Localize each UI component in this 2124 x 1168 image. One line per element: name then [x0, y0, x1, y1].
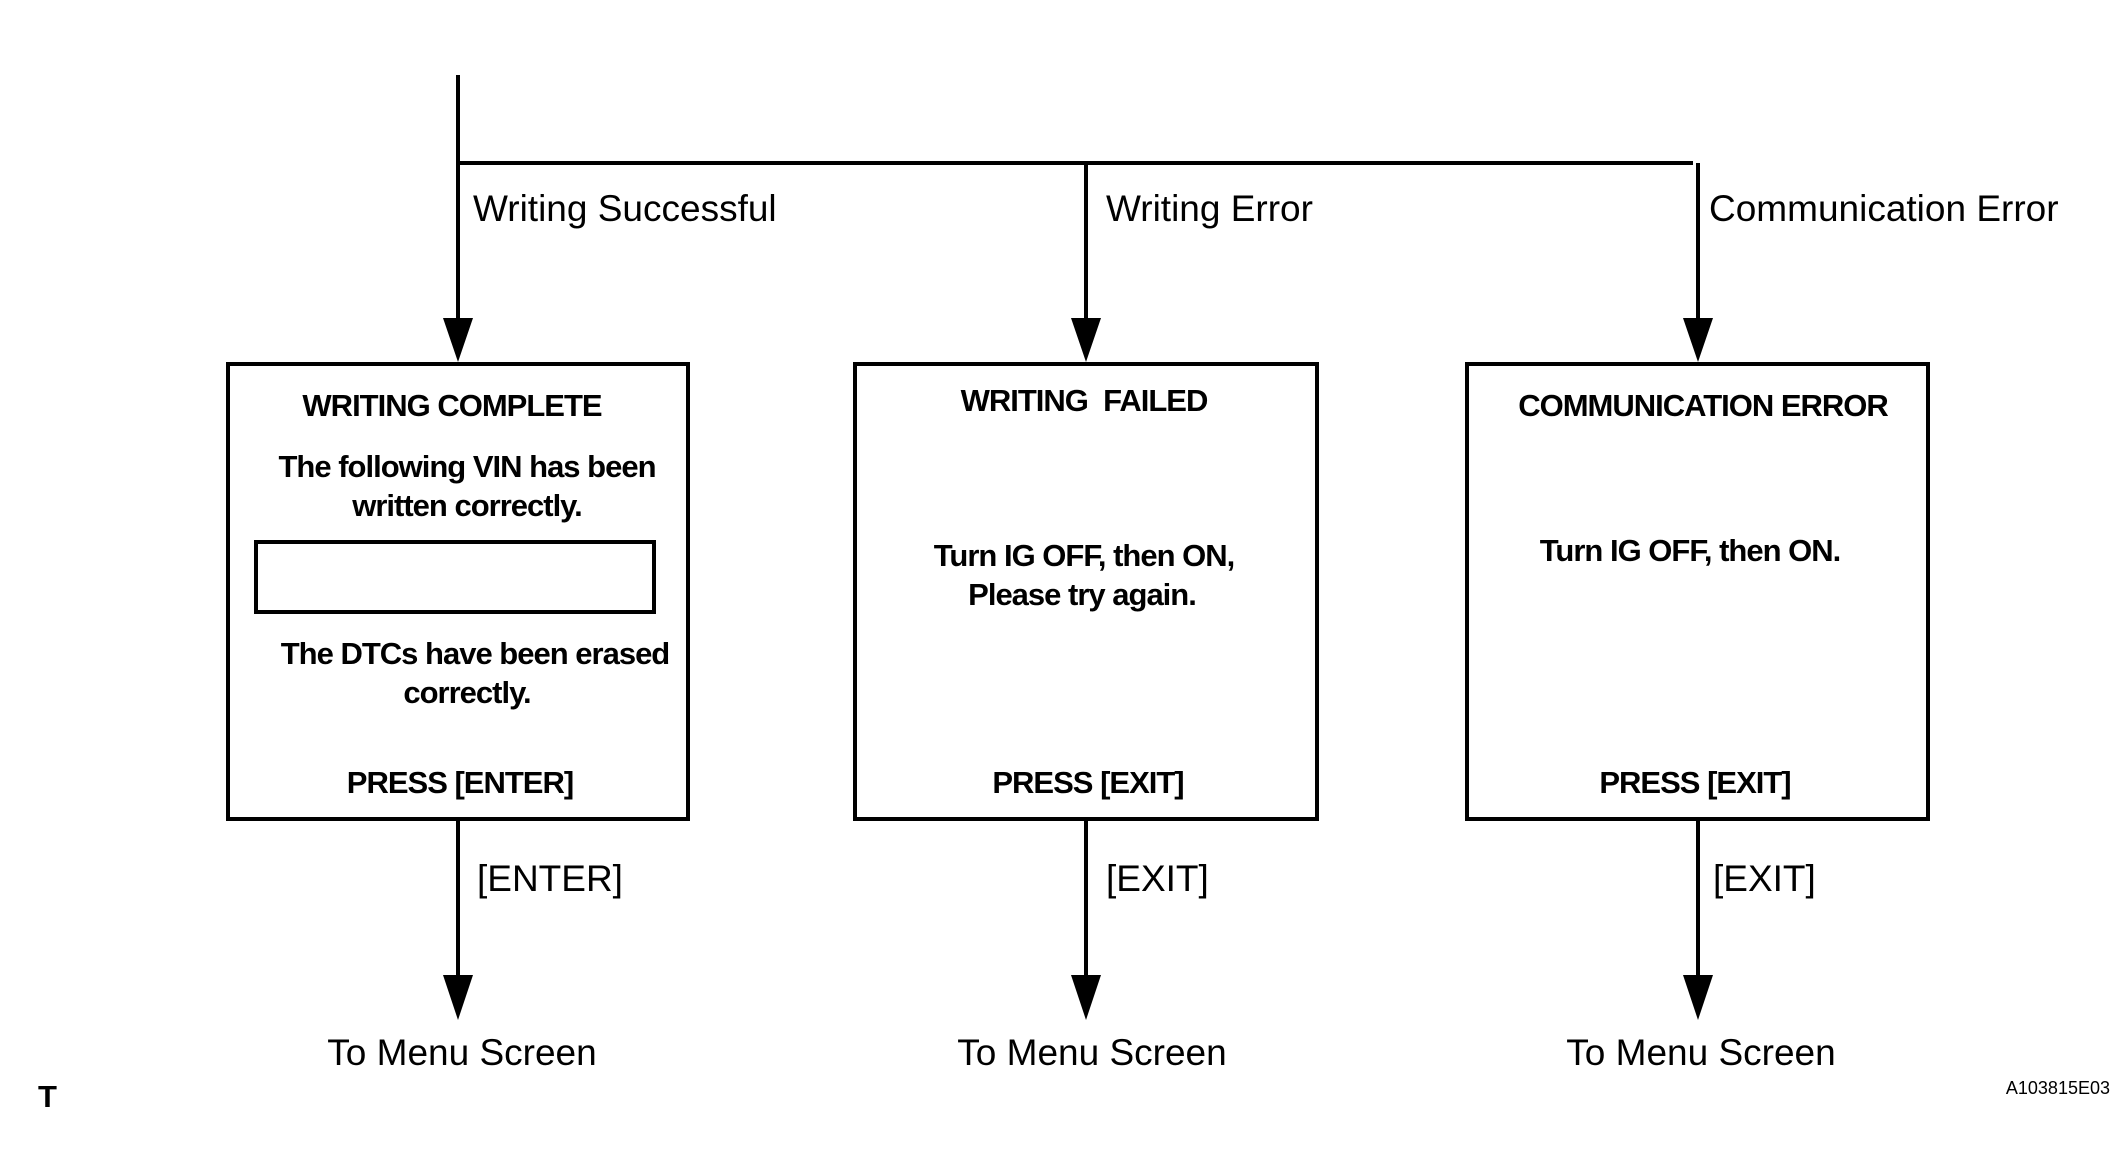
dtc-erased-message-line-1: The DTCs have been erased [281, 636, 670, 671]
press-exit-prompt-writing: PRESS [EXIT] [992, 765, 1183, 800]
communication-error-title: COMMUNICATION ERROR [1518, 388, 1888, 423]
branch-2-arrowhead [1071, 318, 1101, 362]
figure-id: A103815E03 [2006, 1078, 2110, 1098]
branch-writing-error: Writing Error WRITING FAILED Turn IG OFF… [853, 163, 1319, 1073]
branch-3-arrowhead [1683, 318, 1713, 362]
press-enter-prompt: PRESS [ENTER] [347, 765, 573, 800]
branch-3-label: Communication Error [1709, 188, 2059, 229]
exit-key-label-communication: [EXIT] [1713, 858, 1816, 899]
branch-writing-successful: Writing Successful WRITING COMPLETE The … [226, 163, 777, 1073]
writing-complete-title: WRITING COMPLETE [302, 388, 601, 423]
turn-ig-message: Turn IG OFF, then ON. [1540, 533, 1840, 568]
branch-1-exit-arrowhead [443, 975, 473, 1020]
branch-3-exit-arrowhead [1683, 975, 1713, 1020]
exit-key-label-writing: [EXIT] [1106, 858, 1209, 899]
enter-key-label: [ENTER] [477, 858, 623, 899]
vin-written-message-line-2: written correctly. [351, 488, 582, 523]
vin-written-message-line-1: The following VIN has been [278, 449, 655, 484]
corner-mark: T [38, 1079, 57, 1114]
branch-communication-error: Communication Error COMMUNICATION ERROR … [1465, 163, 2059, 1073]
dtc-erased-message-line-2: correctly. [403, 675, 530, 710]
branch-3-destination: To Menu Screen [1566, 1032, 1835, 1073]
branch-2-destination: To Menu Screen [957, 1032, 1226, 1073]
branch-2-exit-arrowhead [1071, 975, 1101, 1020]
branch-1-destination: To Menu Screen [327, 1032, 596, 1073]
writing-failed-title: WRITING FAILED [961, 383, 1208, 418]
turn-ig-retry-line-1: Turn IG OFF, then ON, [934, 538, 1234, 573]
press-exit-prompt-communication: PRESS [EXIT] [1599, 765, 1790, 800]
communication-error-screen [1465, 362, 1930, 821]
vin-display-field [254, 540, 656, 614]
turn-ig-retry-line-2: Please try again. [968, 577, 1196, 612]
branch-1-arrowhead [443, 318, 473, 362]
branch-2-label: Writing Error [1106, 188, 1313, 229]
branch-1-label: Writing Successful [473, 188, 777, 229]
